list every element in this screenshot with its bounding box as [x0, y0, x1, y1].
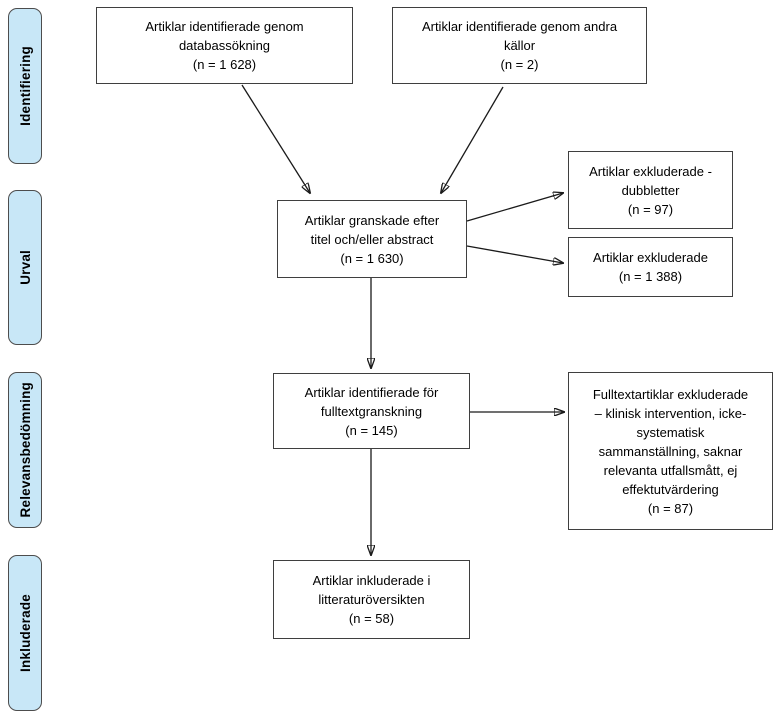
stage-label-relevansbedomning: Relevansbedömning — [17, 382, 33, 518]
stage-band-identifiering: Identifiering — [8, 8, 42, 164]
box-excluded: Artiklar exkluderade (n = 1 388) — [568, 237, 733, 297]
stage-band-urval: Urval — [8, 190, 42, 345]
box-excluded-duplicates: Artiklar exkluderade - dubbletter (n = 9… — [568, 151, 733, 229]
arrow-other-sources-to-screened — [441, 86, 504, 193]
arrow-databases-to-screened — [241, 84, 310, 193]
box-identified-other-sources: Artiklar identifierade genom andra källo… — [392, 7, 647, 84]
box-screened-title-abstract: Artiklar granskade efter titel och/eller… — [277, 200, 467, 278]
stage-label-inkluderade: Inkluderade — [17, 594, 33, 672]
box-fulltext-review: Artiklar identifierade för fulltextgrans… — [273, 373, 470, 449]
arrow-screened-to-duplicates — [466, 193, 563, 222]
arrow-screened-to-excluded — [466, 245, 563, 263]
stage-label-identifiering: Identifiering — [17, 46, 33, 126]
box-fulltext-excluded: Fulltextartiklar exkluderade – klinisk i… — [568, 372, 773, 530]
box-included: Artiklar inkluderade i litteraturöversik… — [273, 560, 470, 639]
box-identified-database-search: Artiklar identifierade genom databassökn… — [96, 7, 353, 84]
stage-label-urval: Urval — [17, 250, 33, 285]
stage-band-relevansbedomning: Relevansbedömning — [8, 372, 42, 528]
stage-band-inkluderade: Inkluderade — [8, 555, 42, 711]
